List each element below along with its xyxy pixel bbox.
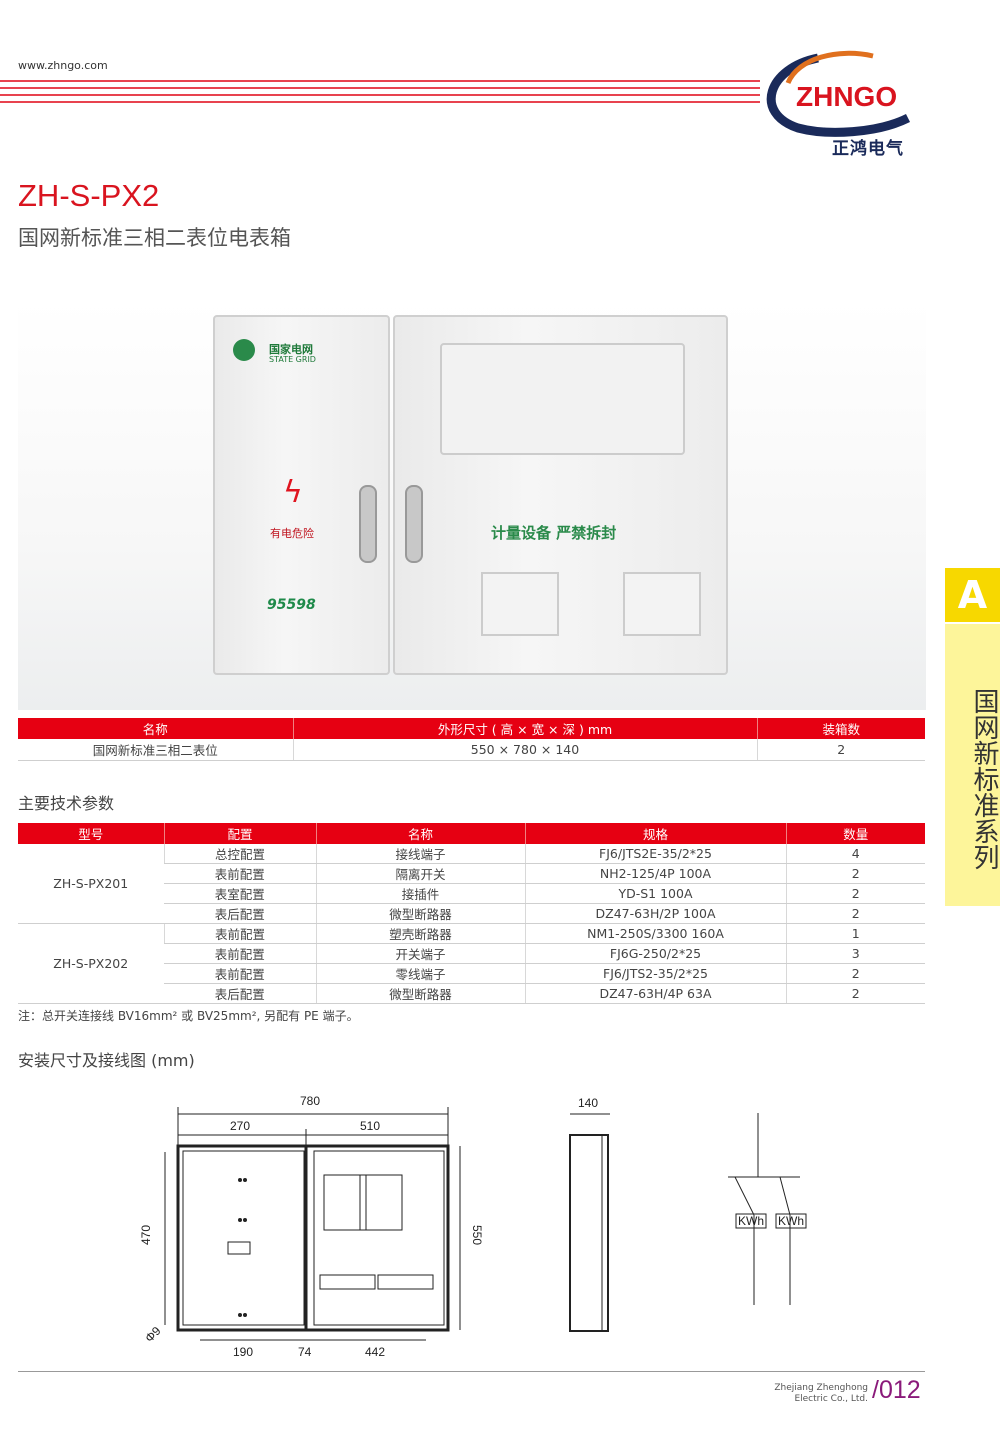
website-url: www.zhngo.com — [18, 59, 108, 72]
table-cell: 3 — [785, 943, 925, 964]
state-grid-icon — [233, 339, 255, 361]
brand-en: STATE GRID — [269, 355, 316, 364]
dim-442: 442 — [365, 1345, 385, 1359]
table-cell: NH2-125/4P 100A — [524, 863, 786, 884]
header-stripe — [0, 87, 760, 89]
table-cell: FJ6G-250/2*25 — [524, 943, 786, 964]
dim-270: 270 — [230, 1119, 250, 1133]
table-cell: 开关端子 — [315, 943, 525, 964]
warning-label: 有电危险 — [270, 527, 314, 540]
dim-74: 74 — [298, 1345, 312, 1359]
table-cell: 表前配置 — [163, 923, 316, 944]
table-cell: 总控配置 — [163, 844, 316, 864]
table-cell: 2 — [785, 983, 925, 1004]
zhngo-logo: ZHNGO — [766, 50, 911, 137]
table-cell: 表前配置 — [164, 943, 316, 964]
breaker-window — [481, 572, 559, 636]
table-cell: 接插件 — [315, 883, 525, 904]
product-model: ZH-S-PX2 — [18, 178, 160, 213]
side-tab-letter: A — [945, 568, 1000, 622]
table-cell: 2 — [785, 863, 925, 884]
meter-window — [440, 343, 685, 455]
breaker-window — [623, 572, 701, 636]
footer-divider — [18, 1371, 925, 1372]
meter-label: 计量设备 严禁拆封 — [491, 524, 617, 542]
hotline-label: 95598 — [267, 597, 316, 613]
right-door: 计量设备 严禁拆封 — [393, 315, 728, 675]
dim-190: 190 — [233, 1345, 253, 1359]
header-stripe — [0, 94, 760, 96]
side-tab-text: 国网新标准系列 — [945, 624, 1000, 906]
dim-510: 510 — [360, 1119, 380, 1133]
brand-cn: 国家电网 — [269, 343, 313, 356]
header-stripe — [0, 101, 760, 103]
table-cell: 表后配置 — [164, 903, 316, 924]
dim-780: 780 — [300, 1094, 320, 1108]
lightning-icon: ϟ — [283, 475, 303, 510]
dim-140: 140 — [578, 1096, 598, 1110]
table-cell: 表后配置 — [164, 983, 316, 1004]
installation-drawing: 780 270 510 470 550 140 190 74 442 Φ9 KW… — [139, 1094, 807, 1359]
table-cell: YD-S1 100A — [524, 883, 786, 904]
model-cell: ZH-S-PX201 — [18, 844, 164, 924]
table-cell: 接线端子 — [315, 844, 525, 864]
table-cell: DZ47-63H/2P 100A — [524, 903, 786, 924]
table-cell: 1 — [785, 923, 925, 944]
table-cell: 4 — [785, 844, 925, 864]
note: 注：总开关连接线 BV16mm² 或 BV25mm², 另配有 PE 端子。 — [18, 1009, 359, 1023]
left-door: 国家电网 STATE GRID ϟ 有电危险 95598 — [213, 315, 390, 675]
table-cell: FJ6/JTS2E-35/2*25 — [524, 844, 786, 864]
logo-cn-text: 正鸿电气 — [832, 139, 904, 159]
drawing-title: 安装尺寸及接线图 (mm) — [18, 1051, 195, 1070]
table-cell: 2 — [785, 963, 925, 984]
table-cell: 表前配置 — [164, 963, 316, 984]
tech-params-title: 主要技术参数 — [18, 794, 115, 813]
table-cell: 表前配置 — [164, 863, 316, 884]
table-cell: 微型断路器 — [315, 903, 525, 924]
table-cell: 2 — [785, 903, 925, 924]
dim-hole: Φ9 — [142, 1324, 164, 1346]
svg-text:ZHNGO: ZHNGO — [796, 81, 897, 112]
header-stripe — [0, 80, 760, 82]
page-number: /012 — [872, 1376, 921, 1404]
dim-550: 550 — [470, 1225, 484, 1245]
dim-470: 470 — [139, 1225, 153, 1245]
kwh-meter-label: KWh — [738, 1214, 764, 1228]
table-cell: 表室配置 — [164, 883, 316, 904]
handle-icon — [405, 485, 423, 563]
table-cell: 2 — [785, 883, 925, 904]
handle-icon — [359, 485, 377, 563]
table-cell: NM1-250S/3300 160A — [524, 923, 786, 944]
kwh-meter-label: KWh — [778, 1214, 804, 1228]
table-cell: 隔离开关 — [315, 863, 525, 884]
table-cell: FJ6/JTS2-35/2*25 — [524, 963, 786, 984]
table-cell: DZ47-63H/4P 63A — [524, 983, 786, 1004]
table-cell: 微型断路器 — [315, 983, 525, 1004]
table-cell: 塑壳断路器 — [315, 923, 525, 944]
product-name: 国网新标准三相二表位电表箱 — [18, 226, 291, 250]
table-cell: 零线端子 — [315, 963, 525, 984]
model-cell: ZH-S-PX202 — [18, 923, 164, 1004]
